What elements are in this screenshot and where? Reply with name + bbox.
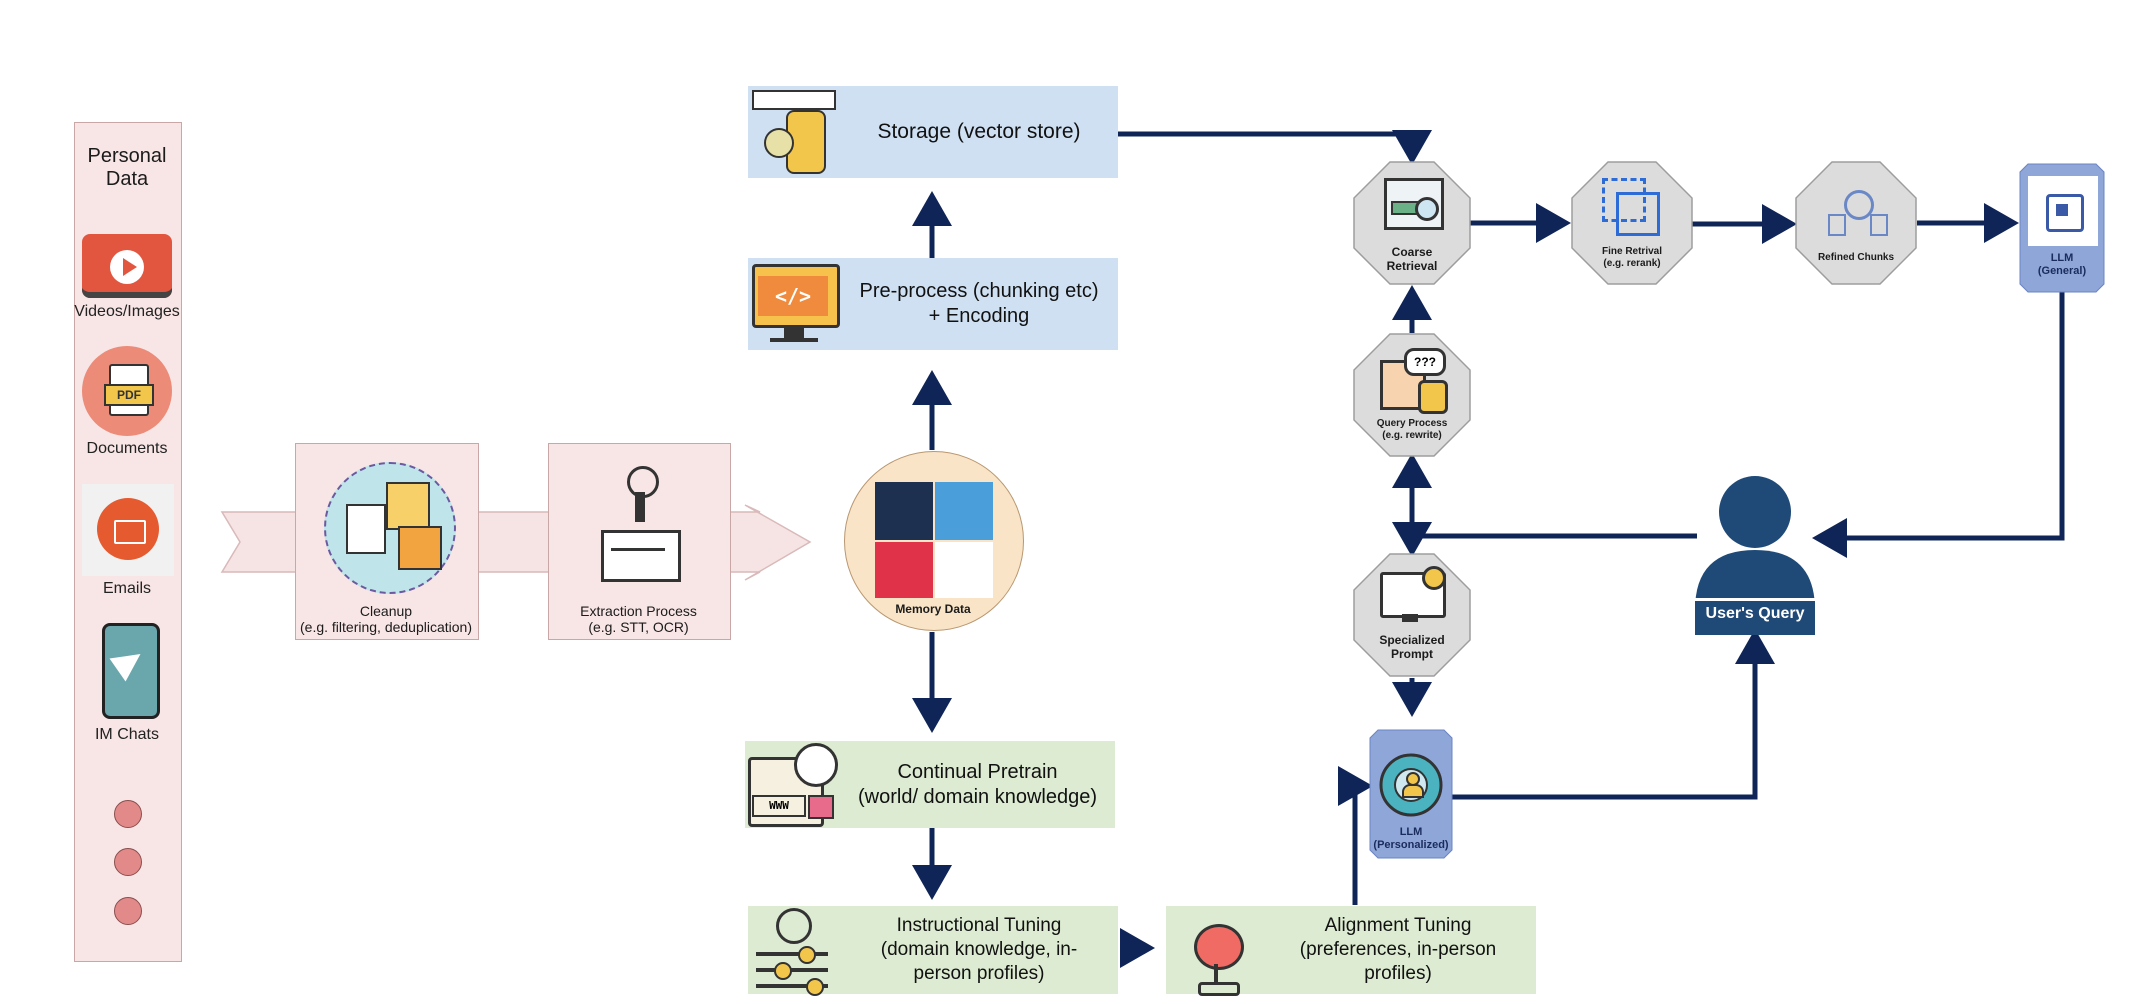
emails-label: Emails — [102, 580, 151, 597]
memory-data-circle — [844, 451, 1024, 631]
refined-chunks-label: Refined Chunks — [1817, 252, 1895, 263]
videos-images-label: Videos/Images — [74, 303, 180, 320]
www-globe-icon: WWW — [748, 743, 838, 827]
arrow-alignment-to-llm — [1338, 766, 1373, 905]
coarse-retrieval-label: Coarse Retrieval — [1386, 245, 1438, 273]
browser-search-icon — [1384, 178, 1444, 230]
user-query-label: User's Query — [1705, 605, 1805, 622]
code-monitor-icon: </> — [750, 262, 840, 346]
vector-store-icon — [752, 88, 836, 176]
arrow-storage-to-coarse — [1118, 130, 1432, 165]
specialized-prompt-label: Specialized Prompt — [1379, 633, 1445, 661]
pdf-document-icon: PDF — [82, 346, 172, 436]
database-icon — [935, 542, 993, 598]
database-icon — [875, 482, 933, 540]
extraction-label: Extraction Process (e.g. STT, OCR) — [580, 603, 697, 636]
document-network-icon — [1826, 176, 1888, 236]
llm-general-label: LLM (General) — [2037, 252, 2087, 277]
more-dot-icon — [114, 848, 142, 876]
person-gear-icon — [1400, 772, 1424, 798]
circuit-chip-icon — [2034, 182, 2092, 240]
user-query-bar — [1695, 598, 1815, 635]
storage-label: Storage (vector store) — [877, 119, 1081, 143]
cursor-select-icon — [1602, 178, 1660, 236]
extraction-robot-icon — [601, 466, 681, 582]
cleanup-box — [295, 443, 479, 640]
more-dot-icon — [114, 897, 142, 925]
instructional-label: Instructional Tuning (domain knowledge, … — [880, 915, 1078, 984]
memory-data-label: Memory Data — [895, 602, 971, 616]
database-icon — [935, 482, 993, 540]
cleanup-icon — [324, 462, 456, 594]
alignment-label: Alignment Tuning (preferences, in-person… — [1299, 915, 1497, 984]
pretrain-label: Continual Pretrain (world/ domain knowle… — [857, 760, 1097, 808]
personal-data-title: Personal Data — [87, 145, 167, 190]
arrow-llm-to-user — [1812, 292, 2065, 558]
im-chats-label: IM Chats — [94, 726, 159, 743]
more-dot-icon — [114, 800, 142, 828]
database-icon — [875, 542, 933, 598]
email-icon — [82, 484, 174, 576]
extraction-box — [548, 443, 731, 640]
video-play-icon — [82, 234, 172, 298]
arrow-llm-to-user-query — [1452, 629, 1775, 800]
preprocess-label: Pre-process (chunking etc) + Encoding — [859, 280, 1099, 327]
phone-chat-icon — [102, 623, 160, 719]
query-process-label: Query Process (e.g. rewrite) — [1376, 418, 1448, 441]
fine-retrieval-label: Fine Retrival (e.g. rerank) — [1601, 246, 1663, 269]
query-question-icon: ??? — [1380, 348, 1448, 414]
brain-circuit-icon — [1176, 906, 1256, 996]
settings-sliders-icon — [754, 908, 834, 996]
llm-personalized-label: LLM (Personalized) — [1373, 826, 1449, 851]
cleanup-label: Cleanup (e.g. filtering, deduplication) — [300, 603, 472, 636]
documents-label: Documents — [86, 440, 168, 457]
monitor-prompt-icon — [1378, 566, 1446, 626]
